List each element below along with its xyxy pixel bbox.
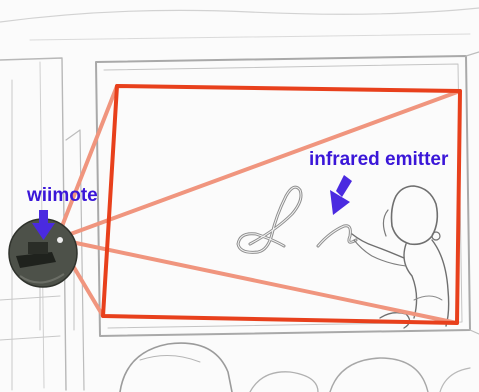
presenter-sketch [352,186,449,328]
camera-view-rays [57,86,460,323]
arrow-down-left-icon [330,175,352,215]
infrared-emitter-label: infrared emitter [309,150,448,169]
wiimote-label: wiimote [27,186,98,205]
